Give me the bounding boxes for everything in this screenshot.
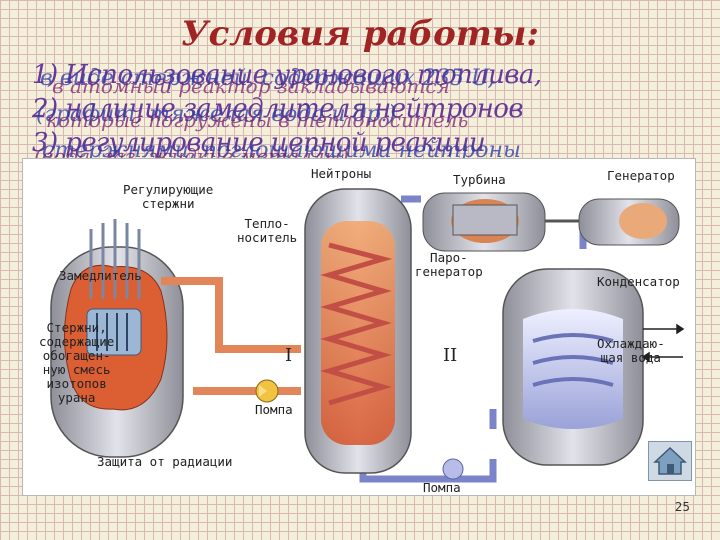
label-condenser: Конденсатор xyxy=(597,274,680,289)
overlay-line: стержнями, поглощающими нейтроны xyxy=(42,138,521,163)
pump-2 xyxy=(442,458,464,480)
cooling-water-arrows xyxy=(641,323,685,363)
reactor-diagram: Нейтроны Турбина Генератор Регулирующие … xyxy=(22,158,696,496)
overlay-line: (графит, тяжелая вода и др.) xyxy=(36,102,397,127)
steam-generator xyxy=(304,188,412,474)
overlay-line: в атомный реактор закладываются xyxy=(52,74,450,98)
condenser xyxy=(502,268,644,466)
reactor-schematic xyxy=(50,188,685,483)
label-radiation-shield: Защита от радиации xyxy=(97,454,233,469)
label-moderator: Замедлитель xyxy=(59,268,142,283)
label-fuel-rods: Стержни, содержащие обогащен- ную смесь … xyxy=(39,320,115,405)
label-turbine: Турбина xyxy=(453,172,506,187)
slide-title: Условия работы: xyxy=(181,14,539,54)
overlay-line: 3) регулирование цепной реакции xyxy=(32,128,486,158)
overlay-line: которые погружены в теплоноситель xyxy=(46,108,469,132)
label-loop-2: II xyxy=(443,345,458,366)
label-coolant: Тепло- носитель xyxy=(237,216,298,245)
turbine xyxy=(422,192,546,252)
page-number: 25 xyxy=(674,500,690,514)
label-control-rods: Регулирующие стержни xyxy=(123,182,214,211)
primary-loop-pipes xyxy=(161,277,301,395)
label-generator: Генератор xyxy=(607,168,675,183)
home-button[interactable] xyxy=(648,441,692,481)
reactor-vessel xyxy=(50,219,184,458)
label-cooling-water: Охлаждаю- щая вода xyxy=(597,336,665,365)
overlay-line: в виде стержней, содержащих 235 U, xyxy=(40,66,495,91)
generator xyxy=(545,198,680,246)
overlay-line: 1) Использование уранового топлива, xyxy=(32,60,542,90)
home-icon xyxy=(653,446,687,475)
overlay-line: 2) наличие замедлителя нейтронов xyxy=(32,94,523,124)
label-pump-2: Помпа xyxy=(423,480,461,495)
label-steam-generator: Паро- генератор xyxy=(415,250,483,279)
pump-1 xyxy=(255,379,279,403)
label-pump-1: Помпа xyxy=(255,402,293,417)
label-loop-1: I xyxy=(285,345,293,366)
label-neutrons: Нейтроны xyxy=(311,166,372,181)
